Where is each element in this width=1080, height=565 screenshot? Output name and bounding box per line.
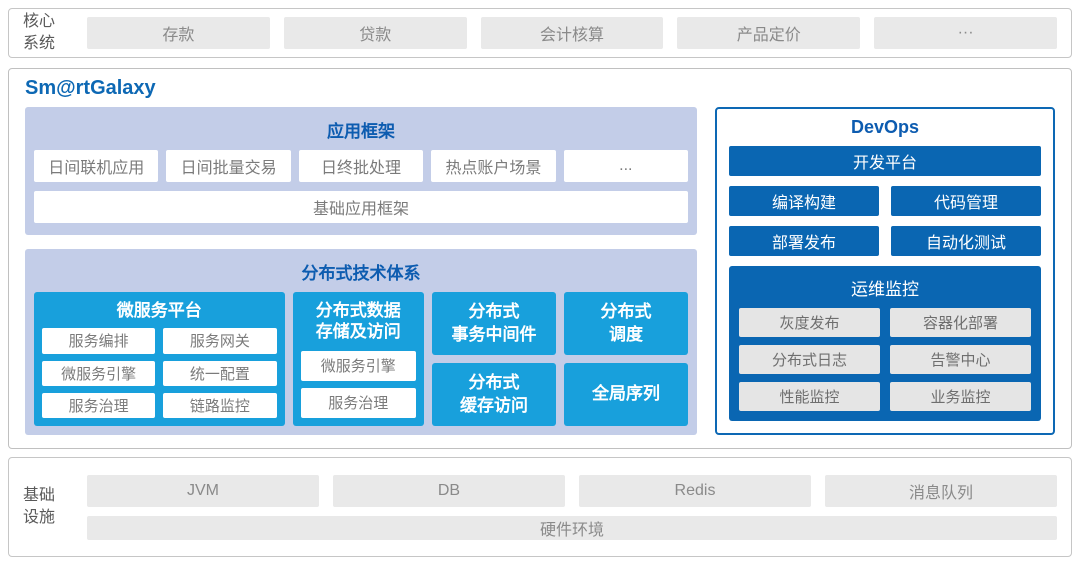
micro-item-governance: 服务治理 <box>42 392 156 418</box>
devops-tool-code: 代码管理 <box>891 186 1041 216</box>
micro-item-config: 统一配置 <box>163 360 277 386</box>
distributed-storage-title: 分布式数据 存储及访问 <box>315 301 401 342</box>
infra-item-db: DB <box>333 474 565 507</box>
global-sequence-box: 全局序列 <box>563 363 688 426</box>
platform-title: Sm@rtGalaxy <box>25 77 156 99</box>
smartgalaxy-panel: Sm@rtGalaxy 应用框架 日间联机应用 日间批量交易 日终批处理 热点账… <box>8 68 1072 449</box>
distributed-storage-box: 分布式数据 存储及访问 微服务引擎 服务治理 <box>292 292 424 426</box>
platform-body: 应用框架 日间联机应用 日间批量交易 日终批处理 热点账户场景 ... 基础应用… <box>9 105 1071 448</box>
microservice-platform-title: 微服务平台 <box>116 301 202 320</box>
core-systems-items: 存款 贷款 会计核算 产品定价 ··· <box>87 17 1057 49</box>
monitor-item-alert: 告警中心 <box>890 345 1031 374</box>
micro-item-tracing: 链路监控 <box>163 392 277 418</box>
devops-tool-autotest: 自动化测试 <box>891 226 1041 256</box>
app-framework-panel: 应用框架 日间联机应用 日间批量交易 日终批处理 热点账户场景 ... 基础应用… <box>25 107 697 235</box>
micro-item-engine: 微服务引擎 <box>42 360 156 386</box>
app-framework-row: 日间联机应用 日间批量交易 日终批处理 热点账户场景 ... <box>34 150 689 182</box>
app-framework-title: 应用框架 <box>327 122 395 141</box>
core-system-item-accounting: 会计核算 <box>480 17 664 49</box>
microservice-grid: 服务编排 服务网关 微服务引擎 统一配置 服务治理 链路监控 <box>42 328 277 418</box>
ops-monitoring-title: 运维监控 <box>851 280 919 299</box>
infrastructure-row: JVM DB Redis 消息队列 <box>87 474 1057 507</box>
core-system-item-deposit: 存款 <box>87 17 270 49</box>
micro-item-gateway: 服务网关 <box>163 328 277 354</box>
distributed-storage-items: 微服务引擎 服务治理 <box>300 350 416 418</box>
infrastructure-bar: 基础 设施 JVM DB Redis 消息队列 硬件环境 <box>8 457 1072 557</box>
app-item-eod-batch: 日终批处理 <box>298 150 424 182</box>
distributed-transaction-box: 分布式 事务中间件 <box>431 292 556 355</box>
devops-tools-grid: 编译构建 代码管理 部署发布 自动化测试 <box>729 186 1041 256</box>
devops-dev-platform: 开发平台 <box>729 146 1041 176</box>
micro-item-orchestration: 服务编排 <box>42 328 156 354</box>
core-system-item-pricing: 产品定价 <box>677 17 861 49</box>
distributed-stack-left: 分布式 事务中间件 分布式 缓存访问 <box>431 292 556 426</box>
storage-item-engine: 微服务引擎 <box>300 350 416 381</box>
ops-monitoring-grid: 灰度发布 容器化部署 分布式日志 告警中心 性能监控 业务监控 <box>739 308 1031 411</box>
app-item-online: 日间联机应用 <box>34 150 159 182</box>
distributed-grid: 微服务平台 服务编排 服务网关 微服务引擎 统一配置 服务治理 链路监控 分布式… <box>34 292 688 426</box>
infra-item-jvm: JVM <box>87 474 319 507</box>
devops-title: DevOps <box>850 117 920 137</box>
app-item-more: ... <box>563 150 689 182</box>
infra-item-mq: 消息队列 <box>825 474 1057 507</box>
infra-item-redis: Redis <box>579 474 811 507</box>
distributed-stack-right: 分布式 调度 全局序列 <box>563 292 688 426</box>
app-base-framework: 基础应用框架 <box>34 191 688 223</box>
devops-tool-build: 编译构建 <box>729 186 879 216</box>
monitor-item-performance: 性能监控 <box>739 382 880 411</box>
distributed-scheduler-box: 分布式 调度 <box>563 292 688 355</box>
distributed-cache-box: 分布式 缓存访问 <box>431 363 556 426</box>
distributed-title: 分布式技术体系 <box>301 264 421 283</box>
infra-hardware-env: 硬件环境 <box>87 515 1057 540</box>
platform-left-column: 应用框架 日间联机应用 日间批量交易 日终批处理 热点账户场景 ... 基础应用… <box>25 107 697 435</box>
app-item-batch-trade: 日间批量交易 <box>166 150 291 182</box>
monitor-item-container: 容器化部署 <box>890 308 1031 337</box>
storage-item-governance: 服务治理 <box>300 387 416 418</box>
monitor-item-business: 业务监控 <box>890 382 1031 411</box>
core-systems-label: 核心 系统 <box>23 13 56 52</box>
app-item-hot-account: 热点账户场景 <box>431 150 556 182</box>
ops-monitoring-box: 运维监控 灰度发布 容器化部署 分布式日志 告警中心 性能监控 业务监控 <box>729 266 1041 421</box>
infrastructure-label: 基础 设施 <box>23 487 56 526</box>
monitor-item-gray-release: 灰度发布 <box>739 308 880 337</box>
distributed-panel: 分布式技术体系 微服务平台 服务编排 服务网关 微服务引擎 统一配置 服务治理 … <box>25 249 697 435</box>
monitor-item-log: 分布式日志 <box>739 345 880 374</box>
core-system-item-loan: 贷款 <box>283 17 467 49</box>
devops-tool-deploy: 部署发布 <box>729 226 879 256</box>
infrastructure-items: JVM DB Redis 消息队列 硬件环境 <box>87 474 1057 540</box>
devops-panel: DevOps 开发平台 编译构建 代码管理 部署发布 自动化测试 运维监控 灰度… <box>715 107 1055 435</box>
microservice-platform-box: 微服务平台 服务编排 服务网关 微服务引擎 统一配置 服务治理 链路监控 <box>34 292 285 426</box>
core-system-item-more: ··· <box>874 17 1057 49</box>
core-systems-bar: 核心 系统 存款 贷款 会计核算 产品定价 ··· <box>8 8 1072 58</box>
